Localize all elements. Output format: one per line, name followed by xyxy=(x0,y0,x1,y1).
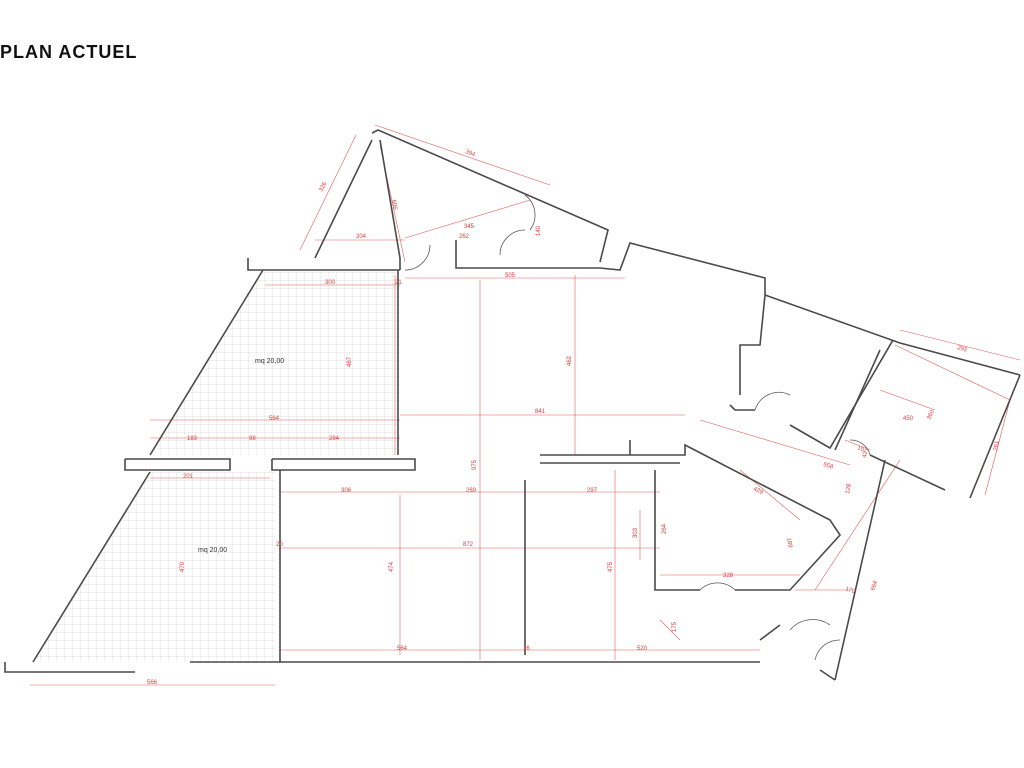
dim-label: 306 xyxy=(341,488,352,494)
dim-label: 261 xyxy=(993,440,1001,452)
dim-label: 462 xyxy=(567,355,573,366)
dim-label: 474 xyxy=(389,561,395,572)
dim-label: 564 xyxy=(269,416,280,422)
dim-label: 297 xyxy=(587,488,598,494)
dim-label: 345 xyxy=(464,224,475,230)
dim-label: 170 xyxy=(844,586,856,595)
dim-label: 183 xyxy=(187,436,198,442)
doors xyxy=(404,194,871,661)
dim-label: 872 xyxy=(463,542,474,548)
dim-label: 470 xyxy=(180,561,186,572)
dim-label: 505 xyxy=(505,273,516,279)
dimension-labels: 394 326 606 345 140 204 262 505 300 21 4… xyxy=(147,149,1001,686)
dim-label: 328 xyxy=(723,573,734,579)
terrace-lower xyxy=(33,472,275,662)
terrace-upper xyxy=(150,270,398,455)
area-label-terrace-lower: mq 20,00 xyxy=(198,547,227,554)
dim-label: 262 xyxy=(459,234,470,240)
dim-label: 566 xyxy=(147,680,158,686)
dim-label: 20 xyxy=(276,542,283,548)
dim-label: 284 xyxy=(329,436,340,442)
dim-label: 21 xyxy=(395,280,402,286)
dim-label: 128 xyxy=(845,483,853,495)
dim-label: 269 xyxy=(466,488,477,494)
dim-label: 394 xyxy=(464,149,476,158)
dim-label: 558 xyxy=(822,462,834,471)
dim-label: 107 xyxy=(856,445,868,454)
area-label-terrace-upper: mq 20,00 xyxy=(255,358,284,365)
dim-label: 189 xyxy=(785,537,793,549)
dim-label: 98 xyxy=(249,436,256,442)
dim-label: 16 xyxy=(523,646,530,652)
dim-label: 450 xyxy=(903,416,914,422)
page-title: PLAN ACTUEL xyxy=(0,42,138,62)
dim-label: 664 xyxy=(870,580,879,592)
dim-label: 140 xyxy=(536,225,542,236)
dim-label: 475 xyxy=(608,561,614,572)
dim-label: 204 xyxy=(356,234,367,240)
dim-label: 201 xyxy=(183,474,194,480)
walls xyxy=(4,129,1021,681)
dim-label: 520 xyxy=(637,646,648,652)
dim-label: 467 xyxy=(347,356,353,367)
dim-label: 606 xyxy=(390,199,398,211)
dim-label: 429 xyxy=(752,486,764,496)
dim-label: 300 xyxy=(325,280,336,286)
dim-label: 326 xyxy=(318,181,328,193)
dim-label: 360 xyxy=(926,409,936,421)
dim-label: 841 xyxy=(535,409,546,415)
dim-label: 264 xyxy=(662,523,668,534)
dim-label: 975 xyxy=(472,459,478,470)
dim-label: 292 xyxy=(956,345,968,354)
dim-label: 42 xyxy=(862,450,869,458)
dim-label: 303 xyxy=(633,527,639,538)
dim-label: 175 xyxy=(672,621,678,632)
dim-label: 564 xyxy=(397,646,408,652)
